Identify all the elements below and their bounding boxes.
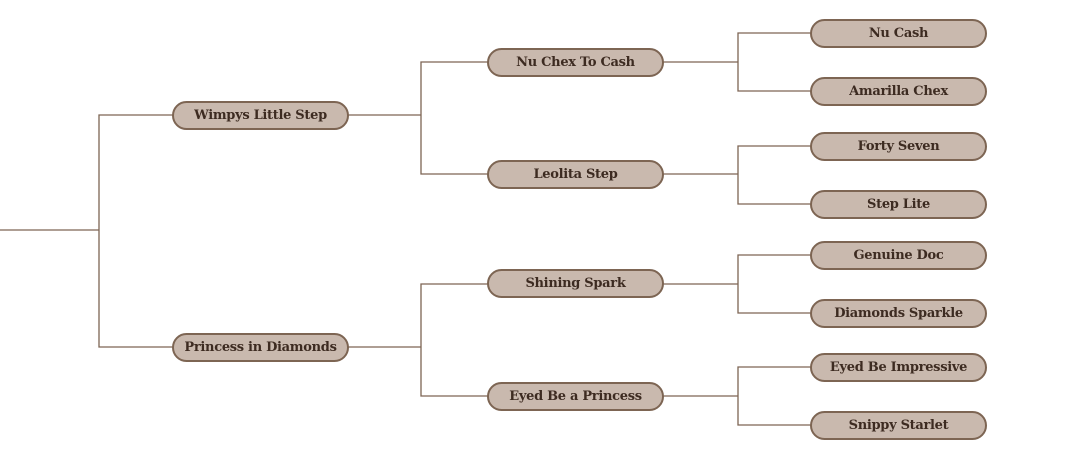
dd-bracket [737,366,811,426]
paternal-granddam-node[interactable]: Leolita Step [487,160,664,189]
great-grandparent-node-5[interactable]: Genuine Doc [810,241,987,270]
great-grandparent-node-8[interactable]: Snippy Starlet [810,411,987,440]
sd-bracket [737,145,811,205]
dam-node[interactable]: Princess in Diamonds [172,333,349,362]
ds-bracket [737,254,811,314]
great-grandparent-node-6[interactable]: Diamonds Sparkle [810,299,987,328]
sire-node[interactable]: Wimpys Little Step [172,101,349,130]
great-grandparent-node-3[interactable]: Forty Seven [810,132,987,161]
sire-bracket [420,61,488,175]
great-grandparent-node-1[interactable]: Nu Cash [810,19,987,48]
maternal-granddam-node[interactable]: Eyed Be a Princess [487,382,664,411]
maternal-grandsire-node[interactable]: Shining Spark [487,269,664,298]
ss-bracket [737,32,811,92]
dam-bracket [420,283,488,397]
great-grandparent-node-2[interactable]: Amarilla Chex [810,77,987,106]
gen1-bracket [98,114,173,348]
great-grandparent-node-7[interactable]: Eyed Be Impressive [810,353,987,382]
great-grandparent-node-4[interactable]: Step Lite [810,190,987,219]
paternal-grandsire-node[interactable]: Nu Chex To Cash [487,48,664,77]
